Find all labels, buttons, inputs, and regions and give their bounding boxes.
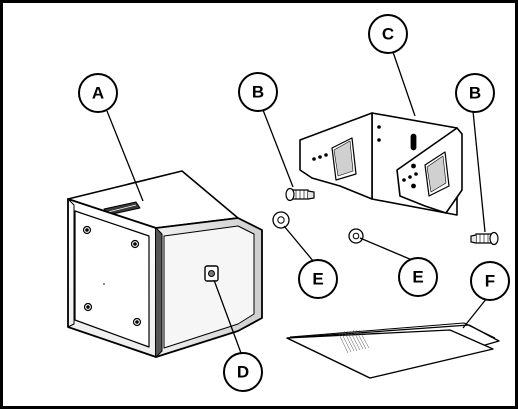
callout-label-c: C (382, 25, 394, 44)
leader-e-right (359, 237, 413, 261)
leader-lines (106, 51, 488, 354)
washer-left (272, 211, 290, 229)
mounting-insert (204, 265, 219, 282)
callout-label-e-right: E (412, 268, 423, 287)
leader-c (392, 51, 416, 117)
callout-circle-b-right (455, 73, 495, 113)
leader-f (462, 297, 488, 329)
front-screws (82, 225, 142, 327)
callout-label-f: F (485, 272, 495, 291)
cabinet-grille-panel (74, 210, 150, 348)
speaker-cabinet (67, 170, 263, 358)
callout-circle-e-right (398, 257, 438, 297)
doc-sheet-fineprint (337, 329, 370, 354)
callout-circle-b-left (238, 72, 278, 112)
callout-label-e-left: E (312, 270, 323, 289)
callout-circle-f (470, 261, 510, 301)
washer-right (348, 228, 364, 244)
wall-bracket (299, 112, 463, 216)
leader-a (106, 110, 144, 202)
callout-label-b-left: B (252, 83, 264, 102)
callout-label-b-right: B (469, 84, 481, 103)
callout-circle-c (368, 14, 408, 54)
mounting-bolt-left (285, 187, 315, 202)
callout-label-a: A (92, 84, 104, 103)
callout-circle-e-left (298, 259, 338, 299)
leader-b-left (262, 109, 294, 188)
documentation-sheets (286, 322, 500, 379)
callout-label-d: D (237, 363, 249, 382)
leader-d (213, 279, 242, 354)
callout-circle-d (223, 352, 263, 392)
leader-e-left (283, 225, 315, 263)
mounting-bolt-right (470, 231, 499, 246)
callout-circle-a (78, 73, 118, 113)
leader-b-right (472, 110, 486, 233)
